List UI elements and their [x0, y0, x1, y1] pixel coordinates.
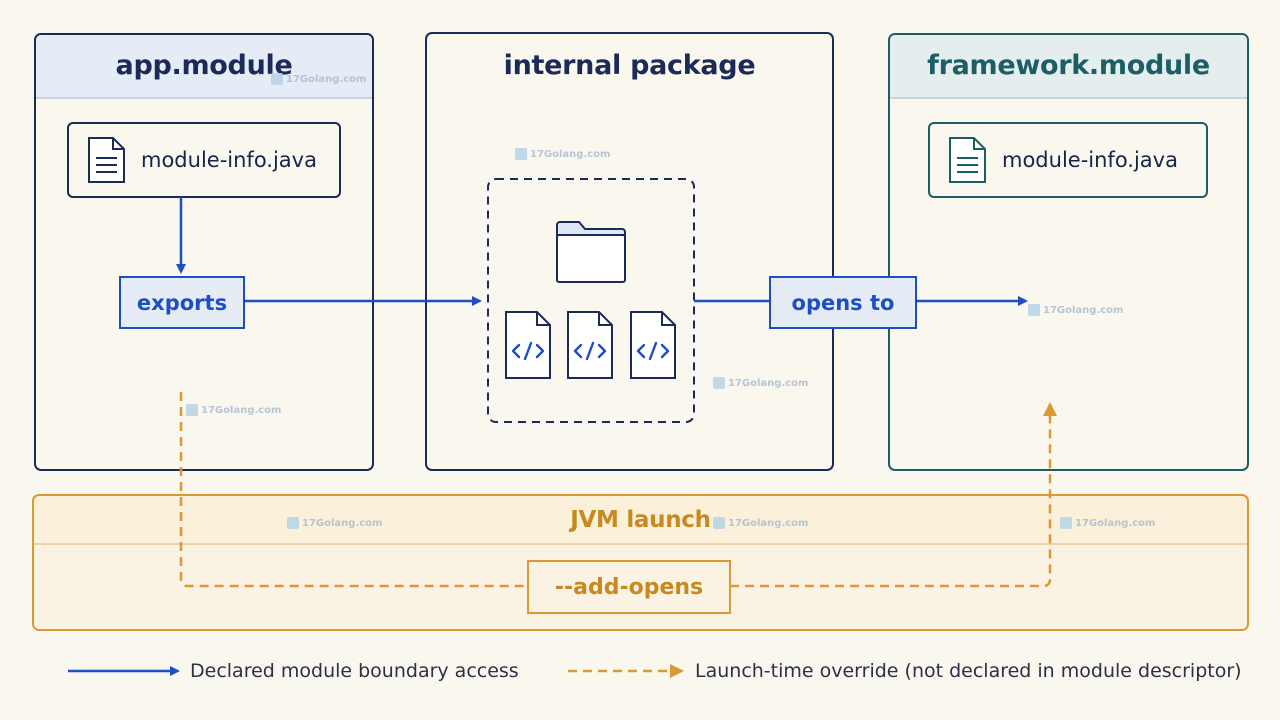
watermark: 17Golang.com — [1060, 517, 1155, 529]
legend-dashed-label: Launch-time override (not declared in mo… — [695, 660, 1242, 682]
internal-package-title: internal package — [503, 50, 756, 81]
watermark: 17Golang.com — [713, 377, 808, 389]
legend-solid-label: Declared module boundary access — [190, 660, 519, 682]
watermark: 17Golang.com — [515, 148, 610, 160]
jvm-launch-title: JVM launch — [570, 507, 711, 533]
add-opens-left-dashed-path — [179, 392, 527, 588]
app-module-title: app.module — [115, 50, 293, 81]
code-file-icon — [505, 311, 551, 379]
opens-to-tag: opens to — [769, 276, 917, 329]
watermark: 17Golang.com — [287, 517, 382, 529]
exports-tag: exports — [119, 276, 245, 329]
watermark: 17Golang.com — [271, 73, 366, 85]
watermark: 17Golang.com — [1028, 304, 1123, 316]
internal-package-panel — [425, 32, 834, 471]
framework-descriptor-box — [928, 122, 1208, 198]
watermark: 17Golang.com — [713, 517, 808, 529]
add-opens-right-dashed-arrow — [730, 402, 1057, 588]
framework-descriptor-label: module-info.java — [1002, 148, 1178, 172]
framework-module-panel — [888, 33, 1249, 471]
watermark: 17Golang.com — [186, 404, 281, 416]
add-opens-tag: --add-opens — [527, 560, 731, 614]
code-file-icon — [567, 311, 613, 379]
document-icon — [88, 137, 125, 183]
folder-icon — [556, 221, 626, 283]
document-icon — [949, 137, 986, 183]
app-descriptor-label: module-info.java — [141, 148, 317, 172]
code-file-icon — [630, 311, 676, 379]
framework-module-title: framework.module — [927, 50, 1210, 81]
app-descriptor-box — [67, 122, 341, 198]
